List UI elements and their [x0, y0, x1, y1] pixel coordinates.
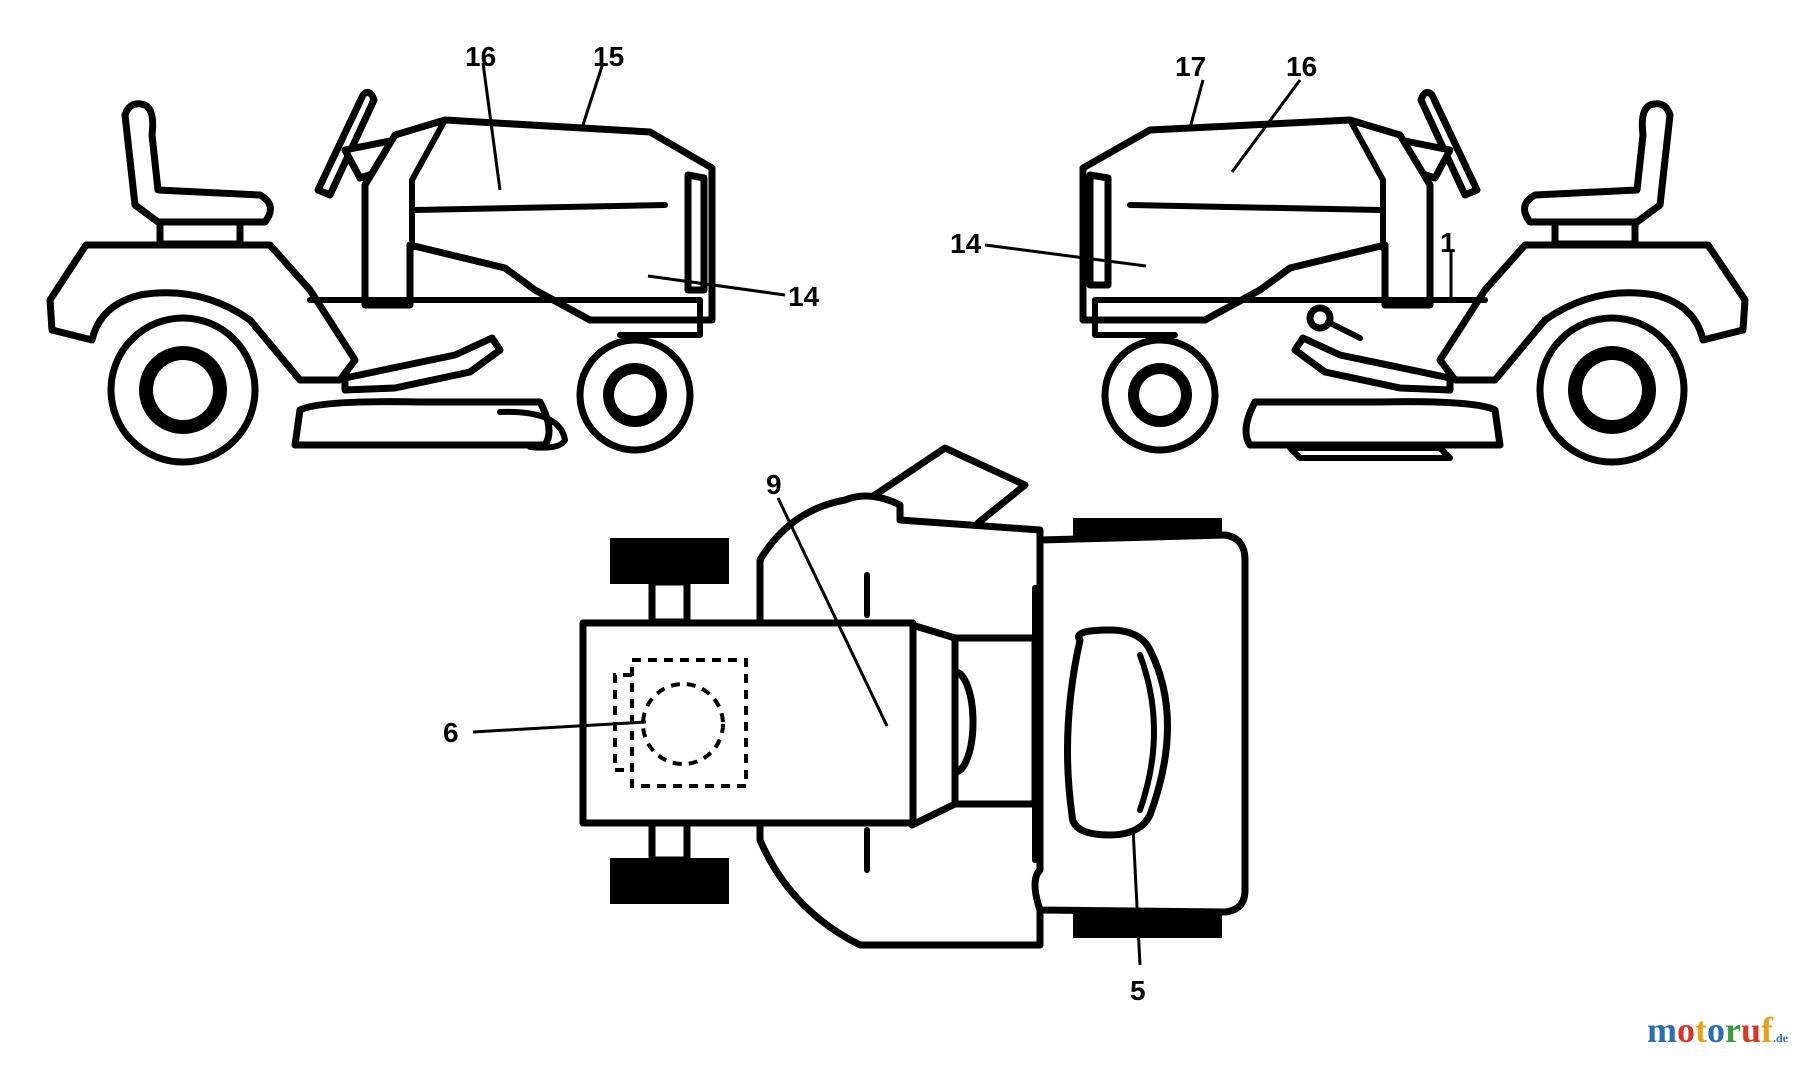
leader-15-left: [580, 62, 605, 129]
top-rear-wheel-right: [610, 858, 729, 904]
right-front-wheel-center: [1139, 374, 1181, 416]
watermark-letter: t: [1694, 1010, 1707, 1050]
top-rear-wheel-left: [610, 538, 729, 584]
watermark-suffix: .de: [1773, 1031, 1788, 1045]
callout-16-left: 16: [465, 41, 496, 72]
callout-1-right: 1: [1440, 227, 1456, 258]
watermark-letter: f: [1761, 1010, 1773, 1050]
left-seat: [121, 100, 274, 226]
right-seat-base: [1551, 218, 1639, 248]
leader-5-top: [1131, 827, 1142, 966]
right-hood: [1079, 116, 1434, 324]
top-engine-cover: [1064, 626, 1171, 839]
leader-16-right: [1230, 79, 1302, 173]
top-dash: [908, 621, 959, 829]
left-hood-line: [412, 202, 668, 213]
left-deck-chute: [497, 408, 568, 451]
callout-9-top: 9: [766, 469, 782, 500]
right-steering-wheel: [1417, 88, 1481, 199]
top-engine-cover-ridge: [1137, 652, 1157, 813]
leader-14-left: [647, 274, 786, 297]
left-rear-fender: [46, 241, 359, 384]
callout-5-top: 5: [1130, 975, 1146, 1006]
right-grille: [1086, 171, 1112, 289]
left-front-wheel-center: [614, 374, 656, 416]
watermark-letter: o: [1676, 1010, 1695, 1050]
right-hood-edge: [1347, 117, 1386, 251]
right-frame: [1092, 297, 1488, 338]
callout-15-left: 15: [593, 41, 624, 72]
leader-17-right: [1188, 79, 1205, 129]
right-lever-knob: [1306, 304, 1334, 332]
callout-6-top: 6: [443, 717, 459, 748]
tractor-left-view: 16 15 14: [46, 41, 820, 466]
left-rear-wheel-center: [153, 360, 213, 420]
right-hood-line: [1127, 202, 1383, 213]
left-grille: [684, 171, 708, 294]
right-seat: [1521, 100, 1674, 226]
watermark-letter: u: [1740, 1010, 1761, 1050]
watermark-letter: o: [1706, 1010, 1725, 1050]
left-steering-wheel: [314, 88, 378, 199]
left-pedal: [341, 334, 504, 394]
right-lever: [1325, 319, 1363, 341]
left-mower-deck: [291, 398, 553, 449]
callout-14-left: 14: [788, 281, 820, 312]
tractor-top-view: 9 6 5: [443, 444, 1249, 1006]
left-hood: [361, 116, 716, 324]
callout-17-right: 17: [1175, 51, 1206, 82]
top-rear-axle-left: [648, 578, 691, 626]
leader-14-right: [984, 243, 1147, 268]
callout-16-right: 16: [1286, 51, 1317, 82]
watermark-letter: r: [1724, 1010, 1741, 1050]
left-frame: [307, 297, 703, 338]
right-pedal: [1291, 334, 1454, 394]
leader-9-top: [776, 497, 889, 727]
right-rear-fender: [1436, 241, 1749, 384]
tractor-right-view: 17 16 14 1: [950, 51, 1749, 466]
right-deck-chute: [1287, 445, 1453, 461]
right-mower-deck: [1242, 398, 1504, 449]
leader-16-left: [481, 62, 502, 191]
leader-6-top: [472, 720, 647, 734]
right-rear-wheel-center: [1582, 360, 1642, 420]
callout-14-right: 14: [950, 228, 982, 259]
watermark-letter: m: [1646, 1010, 1677, 1050]
top-fuel-cap: [641, 682, 725, 766]
left-seat-base: [156, 218, 244, 248]
left-hood-edge: [409, 117, 448, 251]
motoruf-watermark-logo: motoruf.de: [1647, 1009, 1788, 1051]
